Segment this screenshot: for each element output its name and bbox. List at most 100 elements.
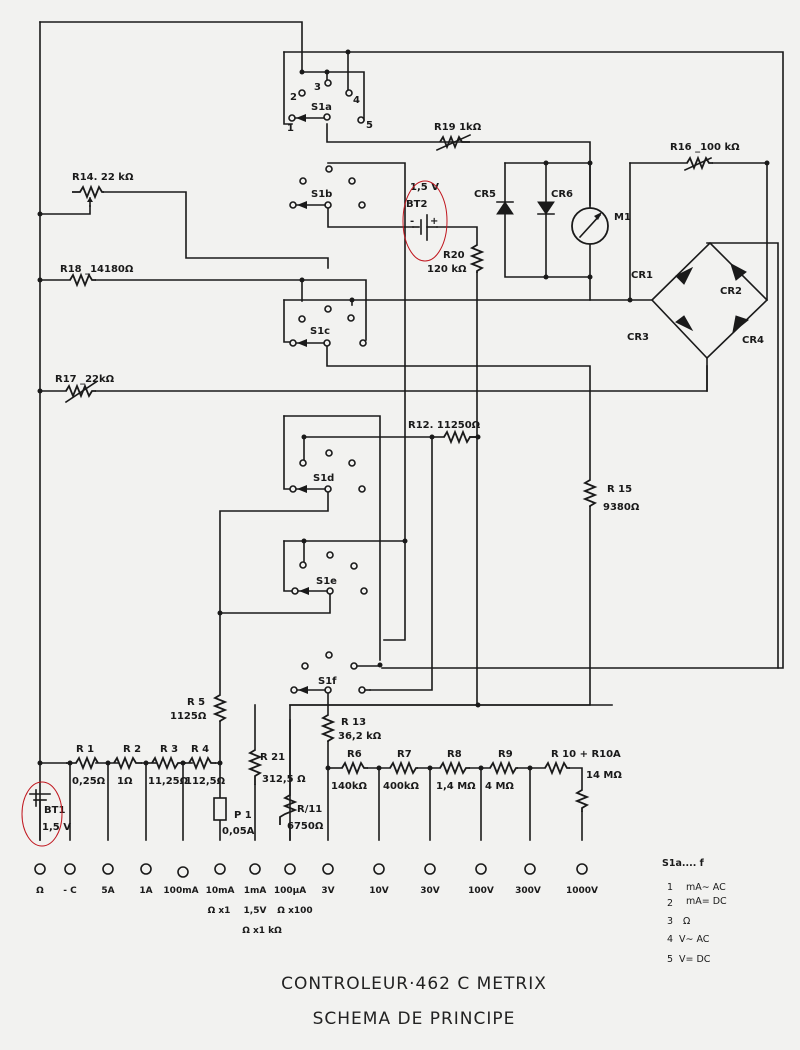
terminal-1ma[interactable]: 1mA 1,5V Ω x1 kΩ	[242, 863, 282, 936]
bt1-label: BT1	[44, 805, 65, 816]
bt1-highlight-circle	[21, 781, 63, 847]
switch-s1a-pos-3: 3	[314, 82, 321, 93]
resistor-r13: R 13 36,2 kΩ	[320, 714, 382, 742]
r15-label: R 15	[607, 484, 632, 495]
switch-s1b[interactable]: S1b	[289, 165, 366, 209]
legend-item-5-text: V= DC	[679, 954, 711, 965]
terminal-3v-label: 3V	[321, 886, 334, 896]
r1-value: 0,25Ω	[72, 776, 106, 787]
switch-s1a-label: S1a	[311, 102, 332, 113]
terminal-300v-label: 300V	[515, 886, 541, 896]
r8-label: R8	[447, 749, 462, 760]
bt2-minus: -	[410, 216, 414, 227]
terminal-100ua-sub: Ω x100	[277, 906, 312, 916]
terminal-100v-label: 100V	[468, 886, 494, 896]
resistor-r4: R 4 112,5Ω	[185, 744, 226, 787]
r3-value: 11,25Ω	[148, 776, 189, 787]
terminal-100ua-label: 100µA	[274, 886, 306, 896]
r20-value: 120 kΩ	[427, 264, 467, 275]
legend-item-3-text: Ω	[683, 916, 690, 927]
legend-item-2-num: 2	[667, 898, 673, 909]
r7-value: 400kΩ	[383, 781, 420, 792]
legend-heading: S1a.... f	[662, 858, 705, 869]
junctions	[37, 49, 770, 771]
cr6-label: CR6	[551, 189, 573, 200]
r10-value: 14 MΩ	[586, 770, 622, 781]
diode-cr4: CR4	[732, 315, 764, 346]
terminal-10v-label: 10V	[369, 886, 389, 896]
resistor-r5: R 5 1125Ω	[170, 694, 228, 722]
resistor-r1: R 1 0,25Ω	[66, 744, 106, 787]
bt2-label: BT2	[406, 199, 427, 210]
switch-s1d[interactable]: S1d	[289, 449, 366, 493]
resistor-r2: R 2 1Ω	[113, 744, 142, 787]
terminal-5a[interactable]: 5A	[101, 863, 115, 896]
terminal-3v[interactable]: 3V	[321, 863, 335, 896]
r11-label: R/11	[297, 804, 322, 815]
cr2-label: CR2	[720, 286, 742, 297]
switch-s1a-pos-5: 5	[366, 120, 373, 131]
terminal-1000v[interactable]: 1000V	[566, 863, 598, 896]
r6-value: 140kΩ	[331, 781, 368, 792]
diode-cr5: CR5	[474, 189, 514, 215]
legend-item-2-text: mA= DC	[686, 896, 727, 907]
cr5-label: CR5	[474, 189, 496, 200]
switch-s1e[interactable]: S1e	[291, 551, 368, 595]
terminal-10v[interactable]: 10V	[369, 863, 389, 896]
terminal-100ua[interactable]: 100µA Ω x100	[274, 863, 313, 916]
terminal-ohm-label: Ω	[36, 886, 44, 896]
r2-label: R 2	[123, 744, 141, 755]
r1-label: R 1	[76, 744, 94, 755]
terminal-100ma[interactable]: 100mA	[163, 866, 199, 896]
cr1-label: CR1	[631, 270, 653, 281]
switch-s1f[interactable]: S1f	[290, 651, 381, 694]
r3-label: R 3	[160, 744, 178, 755]
r2-value: 1Ω	[117, 776, 133, 787]
r4-label: R 4	[191, 744, 209, 755]
r13-label: R 13	[341, 717, 366, 728]
terminal-300v[interactable]: 300V	[515, 863, 541, 896]
r19-label: R19 1kΩ	[434, 122, 482, 133]
terminal-minus-c-label: - C	[63, 886, 77, 896]
resistor-r18: R18 _14180Ω	[60, 264, 134, 288]
p1-value: 0,05A	[222, 826, 255, 837]
switch-legend: S1a.... f 1 mA∼ AC 2 mA= DC 3 Ω 4 V∼ AC …	[662, 858, 727, 965]
fuse-p1: P 1 0,05A	[213, 797, 255, 837]
resistor-r11: R/11 6750Ω	[279, 794, 324, 841]
diagram-title: CONTROLEUR·462 C METRIX	[281, 974, 547, 994]
switch-s1d-label: S1d	[313, 473, 334, 484]
battery-bt2: 1,5 V BT2 - +	[402, 180, 448, 262]
switch-s1c[interactable]: S1c	[289, 305, 367, 347]
legend-item-3-num: 3	[667, 916, 673, 927]
terminal-100v[interactable]: 100V	[468, 863, 494, 896]
switch-s1a-pos-4: 4	[353, 95, 360, 106]
resistor-r19: R19 1kΩ	[434, 122, 482, 152]
terminal-10ma[interactable]: 10mA Ω x1	[206, 863, 235, 916]
diode-cr1: CR1	[631, 266, 694, 285]
r18-label: R18 _14180Ω	[60, 264, 134, 275]
resistor-r9: R9 4 MΩ	[485, 749, 518, 792]
resistor-r17: R17 _22kΩ	[55, 374, 115, 404]
legend-item-5-num: 5	[667, 954, 673, 965]
meter-m1: M1	[571, 207, 631, 245]
r13-value: 36,2 kΩ	[338, 731, 382, 742]
r5-value: 1125Ω	[170, 711, 207, 722]
switch-s1f-label: S1f	[318, 676, 337, 687]
terminal-minus-c[interactable]: - C	[63, 863, 77, 896]
r9-label: R9	[498, 749, 513, 760]
switch-s1a[interactable]: S1a 1 2 3 4 5	[287, 79, 373, 134]
cr3-label: CR3	[627, 332, 649, 343]
terminals: Ω - C 5A 1A 100mA 10mA Ω x1 1mA 1,5V Ω x…	[34, 863, 598, 936]
terminal-1a[interactable]: 1A	[139, 863, 153, 896]
cr4-label: CR4	[742, 335, 764, 346]
diagram-subtitle: SCHEMA DE PRINCIPE	[313, 1009, 516, 1029]
resistor-r10: R 10 + R10A 14 MΩ	[544, 749, 622, 812]
terminal-ohm[interactable]: Ω	[34, 863, 46, 896]
resistor-r21: R 21 312,5 Ω	[247, 749, 306, 785]
bt2-highlight-circle	[402, 180, 448, 262]
terminal-30v[interactable]: 30V	[420, 863, 440, 896]
switch-s1c-label: S1c	[310, 326, 330, 337]
r20-label: R20	[443, 250, 465, 261]
legend-item-1-text: mA∼ AC	[686, 882, 726, 893]
